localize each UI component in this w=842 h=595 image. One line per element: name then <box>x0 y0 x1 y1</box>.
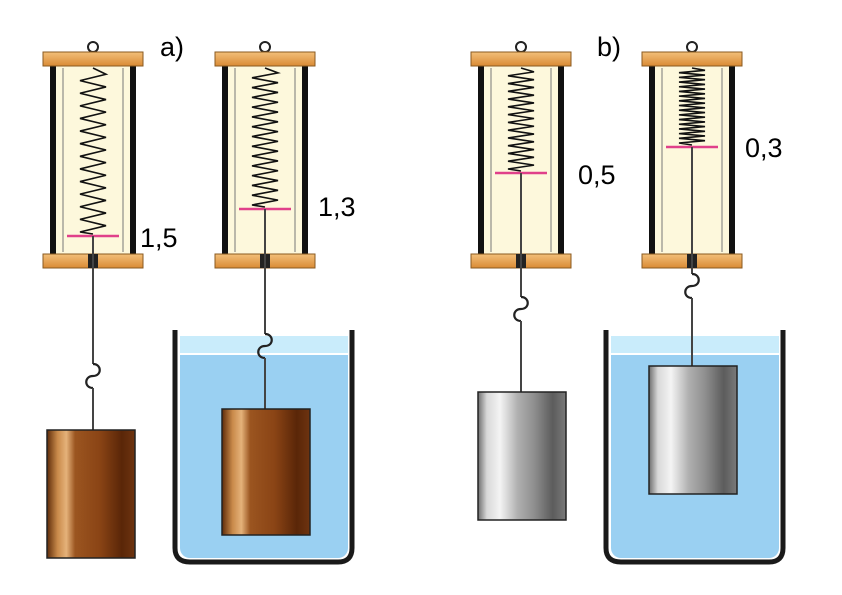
frame-top-bar <box>214 51 316 67</box>
frame-post <box>558 64 564 256</box>
frame-post <box>222 64 228 256</box>
spring <box>251 67 281 208</box>
steel-weight <box>477 391 567 521</box>
steel-weight <box>648 365 738 495</box>
frame-top-bar <box>470 51 572 67</box>
hook <box>684 272 700 300</box>
reading-label: 0,5 <box>578 160 616 190</box>
spring <box>79 67 109 235</box>
hanging-ring <box>87 41 99 53</box>
panel-a-label: a) <box>160 32 184 62</box>
frame-top-bar <box>641 51 743 67</box>
frame-top-bar <box>42 51 144 67</box>
frame-post <box>302 64 308 256</box>
frame-post <box>729 64 735 256</box>
hanging-ring <box>686 41 698 53</box>
reading-label: 1,5 <box>140 223 178 253</box>
hanging-ring <box>259 41 271 53</box>
frame-post <box>649 64 655 256</box>
spring <box>507 67 535 172</box>
frame-post <box>130 64 136 256</box>
hook <box>85 362 101 390</box>
spring-dynamometer <box>470 41 572 521</box>
reading-label: 0,3 <box>745 133 783 163</box>
spring-dynamometer <box>214 41 316 536</box>
spring <box>678 67 706 146</box>
spring-dynamometer <box>641 41 743 495</box>
reading-label: 1,3 <box>318 192 356 222</box>
hanging-ring <box>515 41 527 53</box>
hook <box>257 332 273 360</box>
frame-post <box>50 64 56 256</box>
copper-weight <box>46 429 136 559</box>
copper-weight <box>221 408 311 536</box>
hook <box>513 295 529 323</box>
frame-post <box>478 64 484 256</box>
spring-dynamometer <box>42 41 144 559</box>
panel-b-label: b) <box>597 32 621 62</box>
